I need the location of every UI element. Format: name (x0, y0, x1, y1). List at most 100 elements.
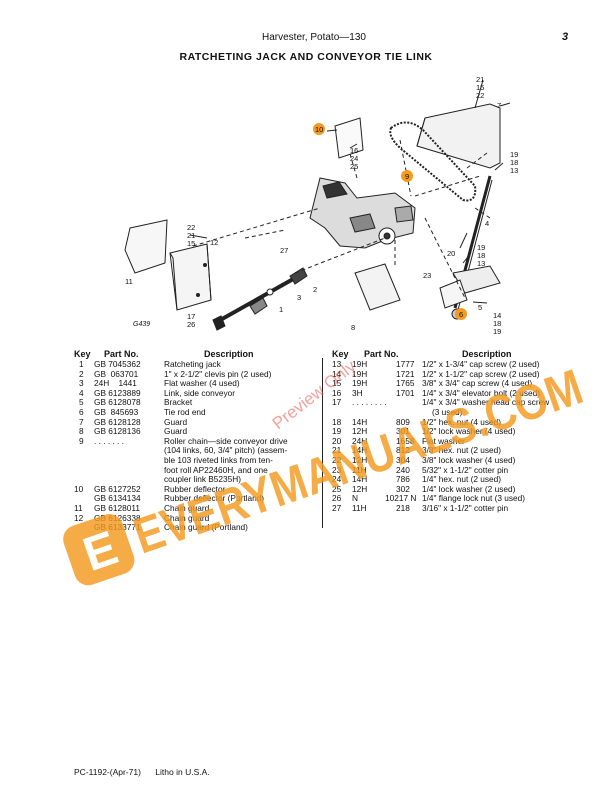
table-row: (3 used) (330, 406, 570, 418)
row-description: 1/2" x 1-1/2" cap screw (2 used) (422, 368, 540, 379)
row-part-prefix: 12H (352, 454, 368, 465)
table-row: foot roll AP22460H, and one (74, 465, 322, 476)
row-part-prefix: 14H (352, 416, 368, 427)
row-description: 1/4" lock washer (2 used) (422, 483, 516, 494)
row-description: Ratcheting jack (164, 359, 221, 369)
row-description: Rubber deflector (164, 483, 226, 494)
row-key: 1 (79, 359, 84, 369)
row-description: 1/4" flange lock nut (3 used) (422, 493, 526, 504)
row-key: 4 (79, 387, 84, 398)
row-description: Guard (164, 426, 188, 437)
row-description: 1/2" x 1-3/4" cap screw (2 used) (422, 359, 540, 369)
row-key: 17 (332, 397, 342, 408)
callout-15b: 15 (187, 239, 195, 248)
callout-26: 26 (187, 320, 195, 329)
row-part-no: GB 6128078 (94, 397, 141, 408)
callout-13b: 13 (477, 259, 485, 268)
callout-24: 24 (350, 154, 358, 163)
table-row: 17. . . . . . . .1/4" x 3/4" washer head… (330, 398, 570, 408)
table-row: ble 103 riveted links from ten- (74, 455, 322, 466)
row-part-no: GB 6128128 (94, 416, 141, 427)
row-part-no: GB 845693 (94, 406, 139, 417)
row-part-prefix: . . . . . . . . (352, 397, 387, 408)
row-description: Link, side conveyor (164, 387, 236, 398)
callout-10: 10 (315, 125, 323, 134)
row-key: 25 (332, 483, 342, 494)
row-part-prefix: 14H (352, 474, 368, 485)
row-part-prefix: 24H (352, 435, 368, 446)
callout-16: 16 (350, 146, 358, 155)
callout-19c: 19 (493, 327, 501, 336)
row-key: 27 (332, 502, 342, 513)
callout-21: 21 (476, 75, 484, 84)
page-header: Harvester, Potato—130 3 (0, 31, 612, 46)
row-part-number: 786 (396, 474, 410, 485)
callout-12: 12 (210, 238, 218, 247)
row-description: Chain guard (164, 502, 210, 513)
row-description: Flat washer (422, 435, 465, 446)
column-divider (322, 358, 323, 528)
chain-guard-11-shape (124, 219, 168, 274)
table-row: 9. . . . . . .Roller chain—side conveyor… (74, 435, 322, 447)
row-key: 7 (79, 416, 84, 427)
callout-23: 23 (423, 271, 431, 280)
row-part-prefix: 14H (352, 445, 368, 456)
row-part-no: GB 6123889 (94, 387, 141, 398)
row-description: 1/2" hex. nut (4 used) (422, 416, 502, 427)
callout-25: 25 (350, 162, 358, 171)
callout-21b: 21 (187, 231, 195, 240)
callout-19a: 19 (510, 150, 518, 159)
row-key: 15 (332, 378, 342, 389)
callout-11: 11 (125, 277, 133, 286)
figure-code: G439 (133, 321, 150, 328)
row-key: 8 (79, 426, 84, 437)
row-description: (3 used) (432, 406, 463, 417)
row-description: Chain guard (164, 512, 210, 523)
row-key: 24 (332, 474, 342, 485)
callout-1: 1 (279, 305, 283, 314)
row-part-number: 812 (396, 445, 410, 456)
row-part-no: GB 063701 (94, 368, 139, 379)
row-description: Roller chain—side conveyor drive (164, 435, 288, 446)
row-part-number: 10217 N (385, 493, 417, 504)
callout-13a: 13 (510, 166, 518, 175)
callout-4: 4 (485, 219, 489, 228)
row-key: 23 (332, 464, 342, 475)
callout-6: 6 (459, 310, 463, 319)
row-part-number: 302 (396, 483, 410, 494)
callout-2: 2 (313, 285, 317, 294)
row-part-number: 304 (396, 454, 410, 465)
row-part-number: 218 (396, 502, 410, 513)
row-key: 16 (332, 387, 342, 398)
callout-19b: 19 (477, 243, 485, 252)
callout-3: 3 (297, 293, 301, 302)
row-description: coupler link B5235H) (164, 474, 242, 485)
row-description: 3/8" hex. nut (2 used) (422, 445, 502, 456)
ratcheting-jack-1-shape (214, 276, 296, 325)
row-part-number: 809 (396, 416, 410, 427)
row-description: Guard (164, 416, 188, 427)
row-part-prefix: 19H (352, 378, 368, 389)
row-description: 3/8" x 3/4" cap screw (4 used) (422, 378, 533, 389)
row-part-no: GB 6134134 (94, 493, 141, 504)
row-key: 3 (79, 378, 84, 389)
table-header-left: Key Part No. Description (74, 349, 254, 359)
header-title: Harvester, Potato—130 (262, 32, 366, 43)
